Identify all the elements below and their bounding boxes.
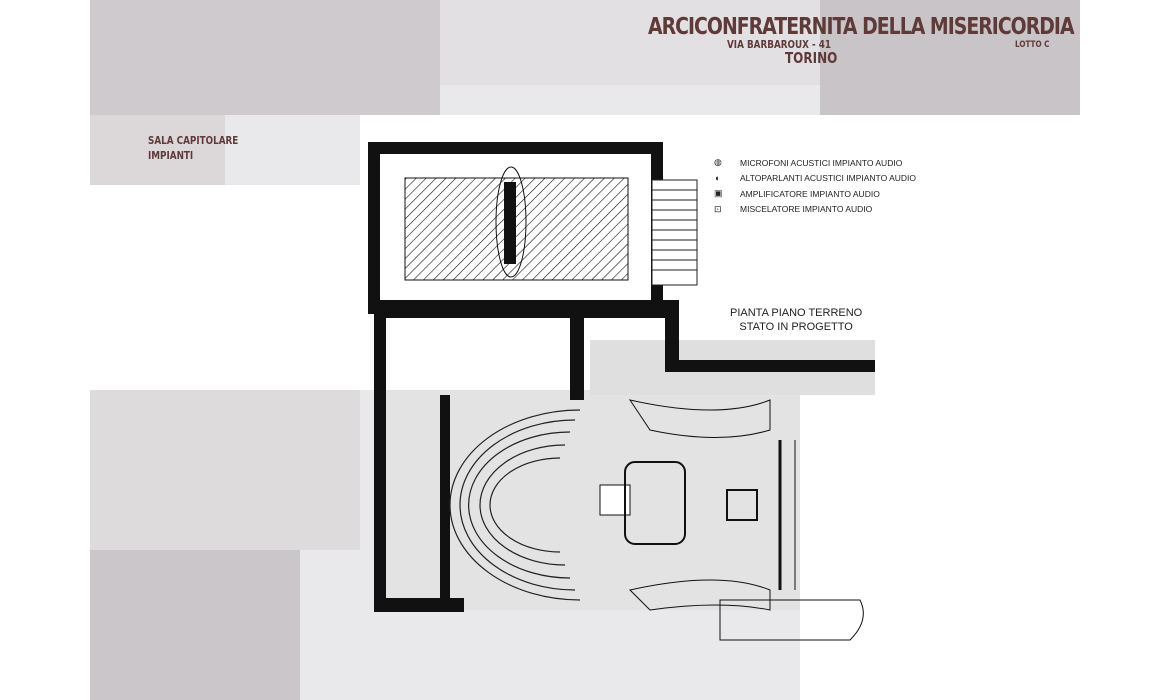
background-panel [90, 185, 360, 390]
background-panel [800, 390, 1080, 700]
lot-label: LOTTO C [1015, 40, 1050, 50]
background-panel [90, 550, 300, 700]
amplifier-icon: ▣ [714, 188, 723, 199]
legend-label: AMPLIFICATORE IMPIANTO AUDIO [740, 188, 880, 199]
plan-label-line1: PIANTA PIANO TERRENO [730, 307, 863, 319]
project-address: VIA BARBAROUX - 41 [727, 38, 831, 51]
legend-item: ◖ ALTOPARLANTI ACUSTICI IMPIANTO AUDIO [714, 171, 916, 187]
legend-label: MICROFONI ACUSTICI IMPIANTO AUDIO [740, 157, 903, 168]
background-panel [90, 115, 225, 185]
room-floor [385, 318, 575, 390]
stairs [651, 179, 698, 286]
walls [374, 300, 875, 612]
legend-label: ALTOPARLANTI ACUSTICI IMPIANTO AUDIO [740, 173, 917, 184]
microphone-icon: ◍ [714, 157, 722, 168]
south-stairs [719, 599, 864, 641]
raised-floor [404, 177, 629, 281]
background-panel [820, 0, 1080, 115]
legend-label: MISCELATORE IMPIANTO AUDIO [740, 204, 873, 215]
project-title: ARCICONFRATERNITA DELLA MISERICORDIA [648, 14, 1075, 40]
legend-item: ◍ MICROFONI ACUSTICI IMPIANTO AUDIO [714, 155, 916, 171]
north-wall [628, 399, 771, 438]
background-panel [440, 0, 820, 85]
section-title-line1: SALA CAPITOLARE [148, 134, 239, 147]
altar [624, 461, 686, 545]
hall-floor [385, 390, 800, 610]
legend-item: ⊡ MISCELATORE IMPIANTO AUDIO [714, 202, 916, 218]
table [726, 489, 758, 521]
section-title: SALA CAPITOLARE IMPIANTI [148, 133, 238, 163]
background-panel [90, 0, 440, 115]
margin [1080, 0, 1170, 700]
speaker-icon: ◖ [714, 173, 720, 184]
background-panel [90, 390, 360, 550]
plan-label: PIANTA PIANO TERRENO STATO IN PROGETTO [730, 306, 862, 334]
legend-item: ▣ AMPLIFICATORE IMPIANTO AUDIO [714, 186, 916, 202]
mixer-icon: ⊡ [714, 203, 722, 214]
section-title-line2: IMPIANTI [148, 149, 194, 162]
project-city: TORINO [785, 49, 838, 67]
legend: ◍ MICROFONI ACUSTICI IMPIANTO AUDIO ◖ ALTO… [714, 155, 916, 217]
curved-seating [449, 409, 581, 601]
seating-row [504, 182, 516, 264]
plan-label-line2: STATO IN PROGETTO [739, 321, 853, 333]
stage-outline [495, 166, 527, 278]
